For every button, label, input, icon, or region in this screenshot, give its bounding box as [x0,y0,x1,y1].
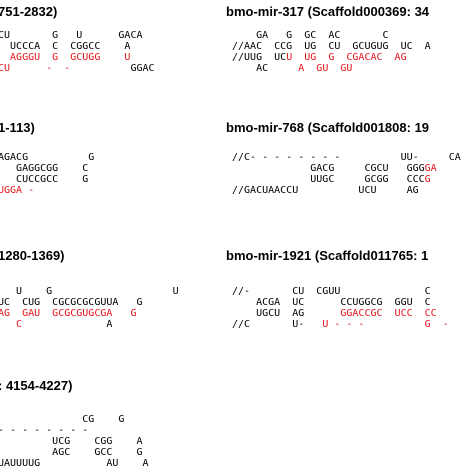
structure-line: GA G GC AC C [232,30,431,41]
sequence-segment: //C- - - - - - - - UU- CA [232,152,461,163]
panel-4-structure: //C- - - - - - - - UU- CA GACG CGCU GGGG… [232,152,461,196]
mature-sequence-segment: GA [424,163,437,174]
mature-sequence-segment: UGGA - [0,185,35,196]
sequence-segment: A [22,319,113,330]
structure-line: //- CU CGUU C [232,286,449,297]
structure-line: AG GAU GCGCGUGCGA G [0,308,179,319]
structure-line: GACG CGCU GGGGA [232,163,461,174]
sequence-segment: UCG CGG A [0,436,143,447]
structure-line: //UUG UCU UG G CGACAC AG [232,52,431,63]
structure-line: AGC GCC G [0,447,149,458]
structure-line: UC CUG CGCGCGCGUUA G [0,297,179,308]
structure-line: UCCCA C CGGCC A [0,41,155,52]
mature-sequence-segment: G [424,174,431,185]
mature-sequence-segment: AG GAU GCGCGUGCGA G [0,308,137,319]
structure-line: CG G [0,414,149,425]
sequence-segment: UCCCA C CGGCC A [0,41,131,52]
panel-5-title: 1280-1369) [0,248,65,263]
structure-line: //C U- U - - - G - [232,319,449,330]
structure-line: AC A GU GU [232,63,431,74]
mature-sequence-segment: C [0,319,23,330]
panel-4-title: bmo-mir-768 (Scaffold001808: 19 [226,120,430,135]
sequence-segment: AGC GCC G [0,447,143,458]
sequence-segment: UAUUUUG AU A [0,458,149,469]
sequence-segment: //- CU CGUU C [232,286,431,297]
sequence-segment: UC CUG CGCGCGCGUUA G [0,297,143,308]
sequence-segment: GGAC [94,63,155,74]
mature-sequence-segment: U UG G CGACAC AG [286,52,419,63]
sequence-segment: //C U- [232,319,323,330]
structure-line: U G U [0,286,179,297]
structure-line: CUCCGCC G [0,174,94,185]
sequence-segment: - - - - - - - - [0,425,89,436]
mature-sequence-segment: U - - - G - [322,319,449,330]
structure-line: //GACUAACCU UCU AG [232,185,461,196]
sequence-segment: CUCCGCC G [0,174,89,185]
structure-line: UCG CGG A [0,436,149,447]
mature-sequence-segment: CU - - [0,63,95,74]
structure-line: AGGGU G GCUGG U [0,52,155,63]
sequence-segment: AC [232,63,281,74]
structure-line: AGACG G [0,152,94,163]
structure-line: //C- - - - - - - - UU- CA [232,152,461,163]
structure-line: CU - - GGAC [0,63,155,74]
sequence-segment: UGCU AG [232,308,341,319]
mature-sequence-segment: GGACCGC UCC CC [340,308,437,319]
structure-line: GAGGCGG C [0,163,94,174]
mature-sequence-segment: A GU GU [280,63,353,74]
sequence-segment: GAGGCGG C [0,163,89,174]
panel-6-title: bmo-mir-1921 (Scaffold011765: 1 [226,248,429,263]
sequence-segment: ACGA UC CCUGGCG GGU C [232,297,431,308]
sequence-segment: CU G U GACA [0,30,143,41]
structure-line: UAUUUUG AU A [0,458,149,469]
sequence-segment: GA G GC AC C [232,30,389,41]
sequence-segment: //UUG UC [232,52,287,63]
sequence-segment: //GACUAACCU UCU AG [232,185,419,196]
panel-1-title: 751-2832) [0,4,58,19]
sequence-segment: CG G [0,414,125,425]
structure-line: ACGA UC CCUGGCG GGU C [232,297,449,308]
panel-2-title: bmo-mir-317 (Scaffold000369: 34 [226,4,430,19]
structure-line: CU G U GACA [0,30,155,41]
sequence-segment: GACG CGCU GGG [232,163,425,174]
sequence-segment: U G U [0,286,179,297]
structure-line: - - - - - - - - [0,425,149,436]
panel-1-structure: CU G U GACA UCCCA C CGGCC A AGGGU G GCUG… [0,30,155,74]
structure-line: C A [0,319,179,330]
structure-line: UGCU AG GGACCGC UCC CC [232,308,449,319]
panel-2-structure: GA G GC AC C//AAC CCG UG CU GCUGUG UC A/… [232,30,431,74]
panel-3-title: 1-113) [0,120,35,135]
panel-6-structure: //- CU CGUU C ACGA UC CCUGGCG GGU C UGCU… [232,286,449,330]
structure-line: UGGA - [0,185,94,196]
structure-line: UUGC GCGG CCCG [232,174,461,185]
panel-7-title: : 4154-4227) [0,378,73,393]
sequence-segment: AGACG G [0,152,95,163]
mature-sequence-segment: AGGGU G GCUGG U [0,52,131,63]
sequence-segment: //AAC CCG UG CU GCUGUG UC A [232,41,431,52]
sequence-segment: UUGC GCGG CCC [232,174,425,185]
structure-line: //AAC CCG UG CU GCUGUG UC A [232,41,431,52]
